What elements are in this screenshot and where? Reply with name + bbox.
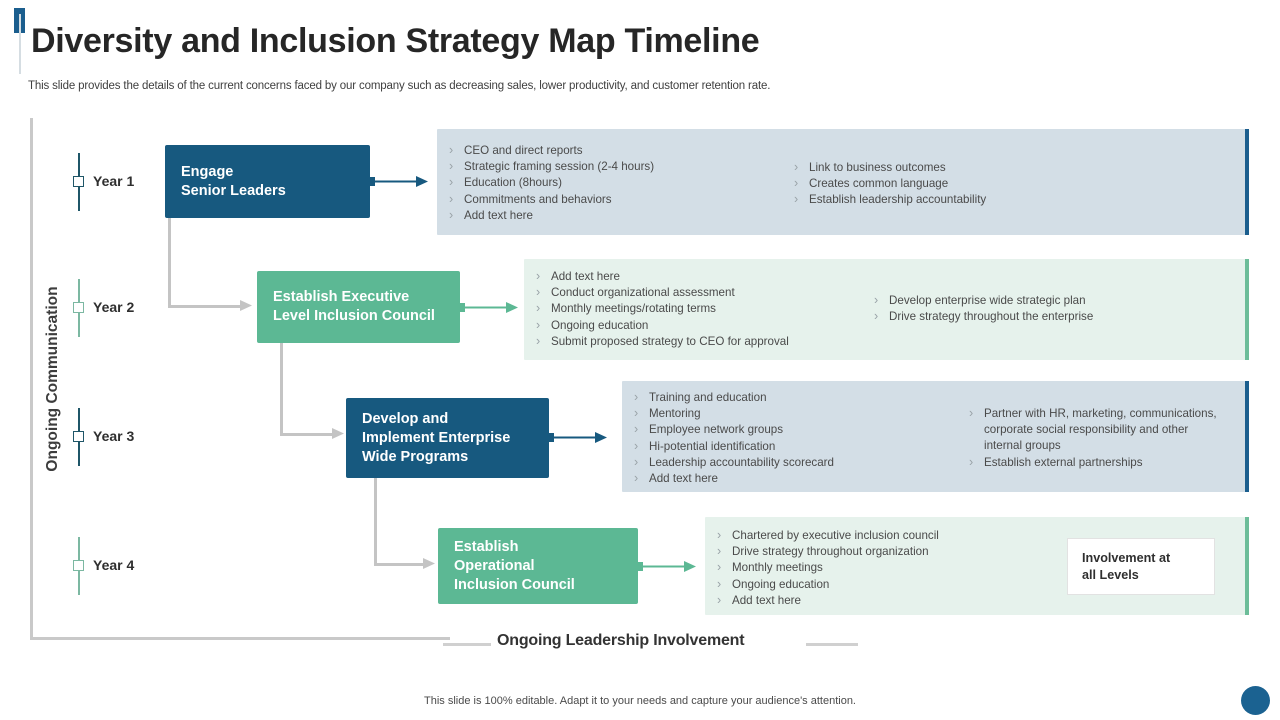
- list-item: Drive strategy throughout organization: [715, 543, 939, 560]
- stage-box-label: Establish Operational Inclusion Council: [454, 538, 575, 593]
- year-label: Year 1: [93, 173, 135, 189]
- year-tick-square: [73, 560, 84, 571]
- list-item: CEO and direct reports: [447, 142, 654, 159]
- bottom-rule-right: [806, 643, 858, 646]
- list-item: Develop enterprise wide strategic plan: [872, 292, 1093, 309]
- year-tick-square: [73, 431, 84, 442]
- connector-2-horizontal: [280, 433, 338, 436]
- list-item: Ongoing education: [715, 576, 939, 593]
- detail-panel-year-3: Training and education Mentoring Employe…: [622, 381, 1249, 492]
- list-item: Establish external partnerships: [967, 454, 1227, 471]
- panel-bullets-left-4: Chartered by executive inclusion council…: [715, 527, 939, 609]
- list-item: Ongoing education: [534, 317, 789, 334]
- list-item: Creates common language: [792, 175, 986, 192]
- year-tick-square: [73, 176, 84, 187]
- year-label: Year 4: [93, 557, 135, 573]
- stage-box-label: Establish Executive Level Inclusion Coun…: [273, 289, 435, 324]
- panel-bullets-left-2: Add text here Conduct organizational ass…: [534, 268, 789, 350]
- list-item: Chartered by executive inclusion council: [715, 527, 939, 544]
- title-left-rule: [19, 14, 21, 74]
- stage-box-label: Engage Senior Leaders: [181, 163, 286, 199]
- panel-edge-accent: [1245, 517, 1249, 615]
- list-item: Strategic framing session (2-4 hours): [447, 158, 654, 175]
- corner-dot-decoration: [1241, 686, 1270, 715]
- ongoing-communication-label: Ongoing Communication: [44, 286, 61, 472]
- year-label: Year 3: [93, 428, 135, 444]
- detail-panel-year-2: Add text here Conduct organizational ass…: [524, 259, 1249, 360]
- stage-connector-nub-3: [545, 433, 554, 442]
- list-item: Add text here: [447, 207, 654, 224]
- panel-bullets-left-3: Training and education Mentoring Employe…: [632, 389, 834, 487]
- year-tick-square: [73, 302, 84, 313]
- list-item: Commitments and behaviors: [447, 191, 654, 208]
- connector-2-arrowhead: [332, 428, 344, 439]
- list-item: Training and education: [632, 389, 834, 406]
- stage-box-year-3[interactable]: Develop and Implement Enterprise Wide Pr…: [346, 398, 549, 478]
- stage-box-label: Develop and Implement Enterprise Wide Pr…: [362, 410, 511, 465]
- page-title: Diversity and Inclusion Strategy Map Tim…: [31, 22, 760, 60]
- detail-panel-year-4: Chartered by executive inclusion council…: [705, 517, 1249, 615]
- panel-edge-accent: [1245, 381, 1249, 492]
- stage-arrow-4: [642, 561, 696, 572]
- list-item: Partner with HR, marketing, communicatio…: [967, 405, 1227, 455]
- stage-box-year-4[interactable]: Establish Operational Inclusion Council: [438, 528, 638, 604]
- list-item: Add text here: [715, 592, 939, 609]
- stage-box-year-1[interactable]: Engage Senior Leaders: [165, 145, 370, 218]
- year-label: Year 2: [93, 299, 135, 315]
- stage-arrow-3: [553, 432, 607, 443]
- list-item: Add text here: [632, 470, 834, 487]
- list-item: Link to business outcomes: [792, 159, 986, 176]
- list-item: Monthly meetings: [715, 559, 939, 576]
- connector-3-arrowhead: [423, 558, 435, 569]
- involvement-callout-box: Involvement at all Levels: [1067, 538, 1215, 595]
- bottom-rule-left: [443, 643, 491, 646]
- left-frame-vertical-line: [30, 118, 33, 640]
- panel-edge-accent: [1245, 259, 1249, 360]
- footer-note: This slide is 100% editable. Adapt it to…: [424, 695, 856, 707]
- stage-box-year-2[interactable]: Establish Executive Level Inclusion Coun…: [257, 271, 460, 343]
- list-item: Education (8hours): [447, 174, 654, 191]
- panel-bullets-right-1: Link to business outcomes Creates common…: [792, 159, 986, 209]
- list-item: Establish leadership accountability: [792, 191, 986, 208]
- panel-bullets-right-2: Develop enterprise wide strategic plan D…: [872, 292, 1093, 325]
- connector-3-vertical: [374, 478, 377, 565]
- list-item: Drive strategy throughout the enterprise: [872, 308, 1093, 325]
- connector-3-horizontal: [374, 563, 429, 566]
- panel-edge-accent: [1245, 129, 1249, 235]
- list-item: Employee network groups: [632, 421, 834, 438]
- involvement-callout-label: Involvement at all Levels: [1082, 550, 1171, 582]
- connector-1-vertical: [168, 217, 171, 307]
- connector-1-horizontal: [168, 305, 246, 308]
- list-item: Submit proposed strategy to CEO for appr…: [534, 333, 789, 350]
- detail-panel-year-1: CEO and direct reports Strategic framing…: [437, 129, 1249, 235]
- bottom-frame-horizontal-line: [30, 637, 450, 640]
- stage-connector-nub-4: [634, 562, 643, 571]
- list-item: Mentoring: [632, 405, 834, 422]
- stage-connector-nub-1: [366, 177, 375, 186]
- connector-2-vertical: [280, 342, 283, 435]
- panel-bullets-right-3: Partner with HR, marketing, communicatio…: [967, 405, 1227, 471]
- stage-arrow-2: [464, 302, 518, 313]
- ongoing-leadership-involvement-label: Ongoing Leadership Involvement: [497, 632, 745, 649]
- list-item: Add text here: [534, 268, 789, 285]
- list-item: Monthly meetings/rotating terms: [534, 300, 789, 317]
- stage-connector-nub-2: [456, 303, 465, 312]
- list-item: Hi-potential identification: [632, 438, 834, 455]
- stage-arrow-1: [374, 176, 428, 187]
- list-item: Leadership accountability scorecard: [632, 454, 834, 471]
- panel-bullets-left-1: CEO and direct reports Strategic framing…: [447, 142, 654, 224]
- list-item: Conduct organizational assessment: [534, 284, 789, 301]
- page-subtitle: This slide provides the details of the c…: [28, 80, 771, 92]
- connector-1-arrowhead: [240, 300, 252, 311]
